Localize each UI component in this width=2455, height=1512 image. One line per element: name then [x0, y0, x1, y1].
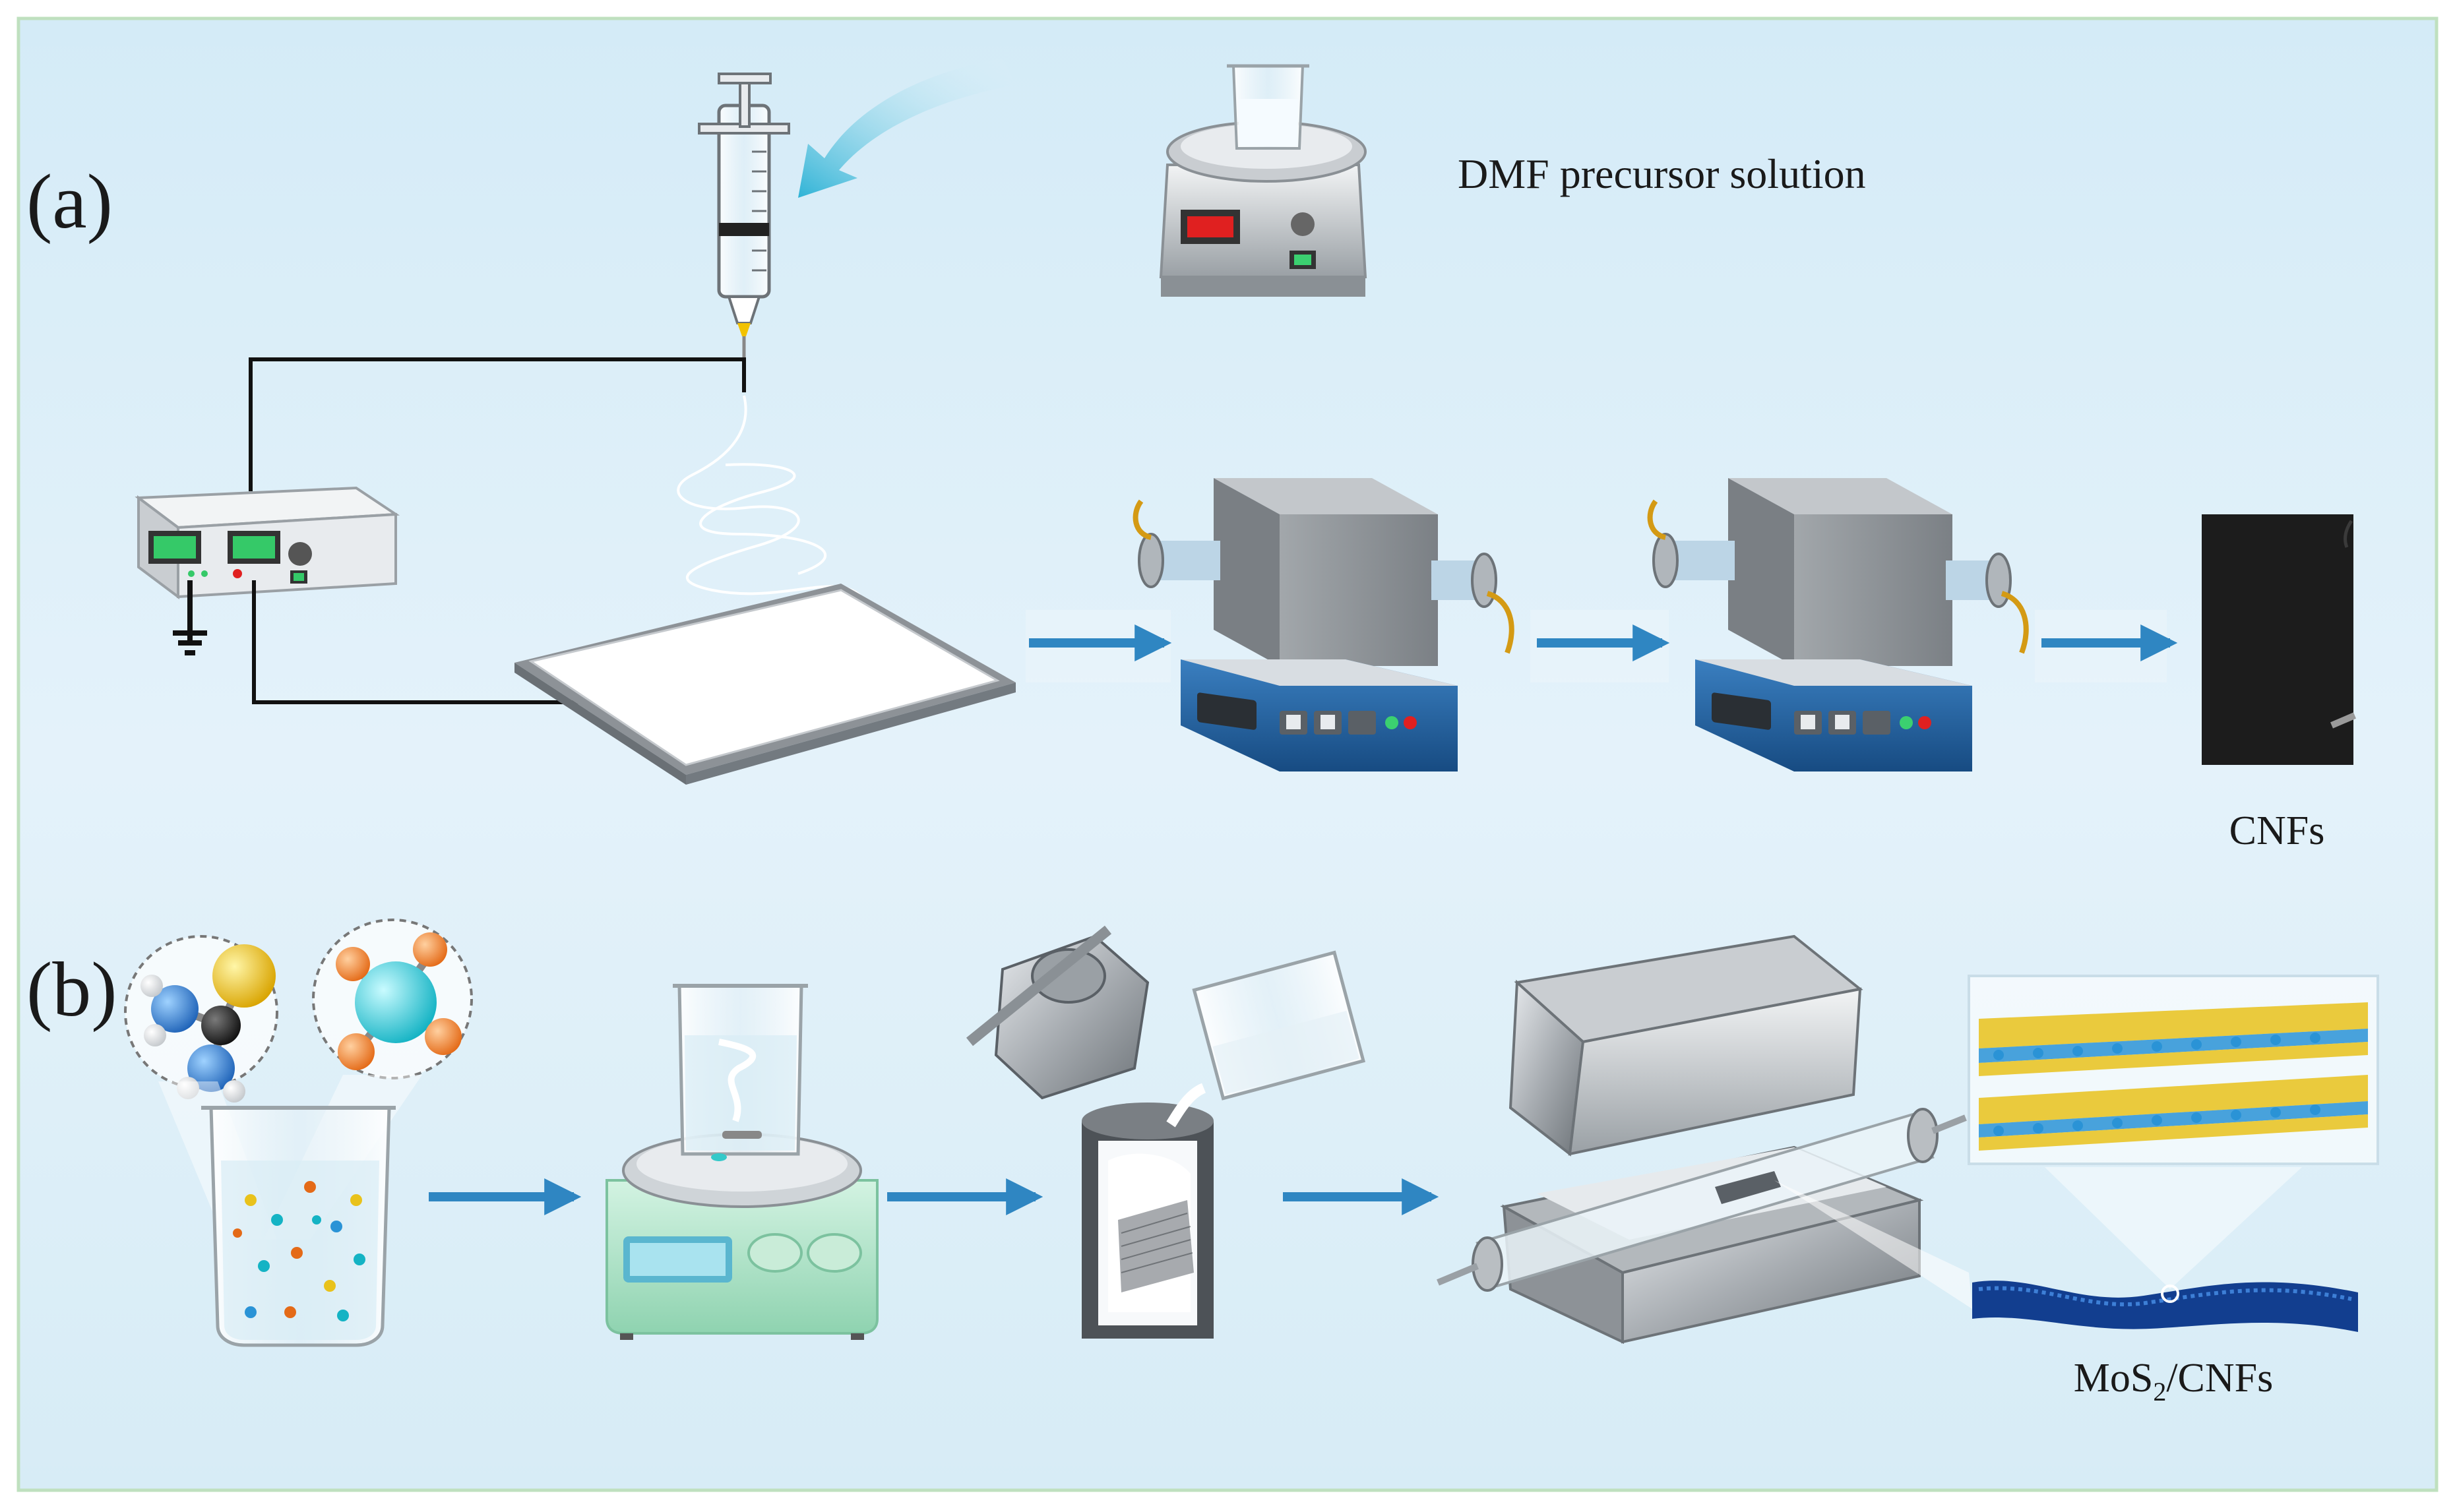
tube-furnace-icon: [1133, 478, 1514, 771]
mos2-label-rest: /CNFs: [2166, 1356, 2273, 1401]
syringe-icon: [698, 73, 790, 392]
stirrer-icon: [606, 1133, 879, 1340]
fiber-icon: [1972, 1281, 2358, 1332]
beaker-icon: [673, 984, 808, 1161]
mos2-cnf-label: MoS2/CNFs: [2074, 1356, 2274, 1406]
beaker-icon: [1192, 950, 1366, 1101]
cnf-sample-icon: [2202, 514, 2356, 765]
ground-icon: [173, 580, 207, 655]
cnf-label: CNFs: [2229, 808, 2325, 853]
wire-icon: [249, 357, 746, 704]
mos2-label-subscript: 2: [2153, 1377, 2166, 1406]
panel-a-label: (a): [26, 158, 113, 245]
molecule-icon: [312, 919, 473, 1079]
process-arrow-icon: [1530, 610, 1670, 682]
beaker-icon: [201, 1106, 396, 1347]
tube-furnace-icon: [1647, 478, 2029, 771]
collector-plate-icon: [514, 584, 1016, 785]
mos2-label-main: MoS: [2074, 1356, 2154, 1401]
mos2-layers-icon: [1968, 975, 2379, 1165]
beaker-icon: [1227, 64, 1309, 150]
autoclave-icon: [966, 925, 1214, 1339]
feed-arrow-icon: [798, 58, 1016, 198]
precursor-label: DMF precursor solution: [1458, 150, 1866, 197]
process-arrow-icon: [1026, 610, 1172, 682]
process-arrow-icon: [2035, 610, 2178, 682]
power-supply-icon: [135, 486, 400, 599]
panel-b-label: (b): [26, 946, 117, 1033]
split-furnace-icon: [1437, 934, 1967, 1345]
molecule-icon: [124, 935, 278, 1103]
